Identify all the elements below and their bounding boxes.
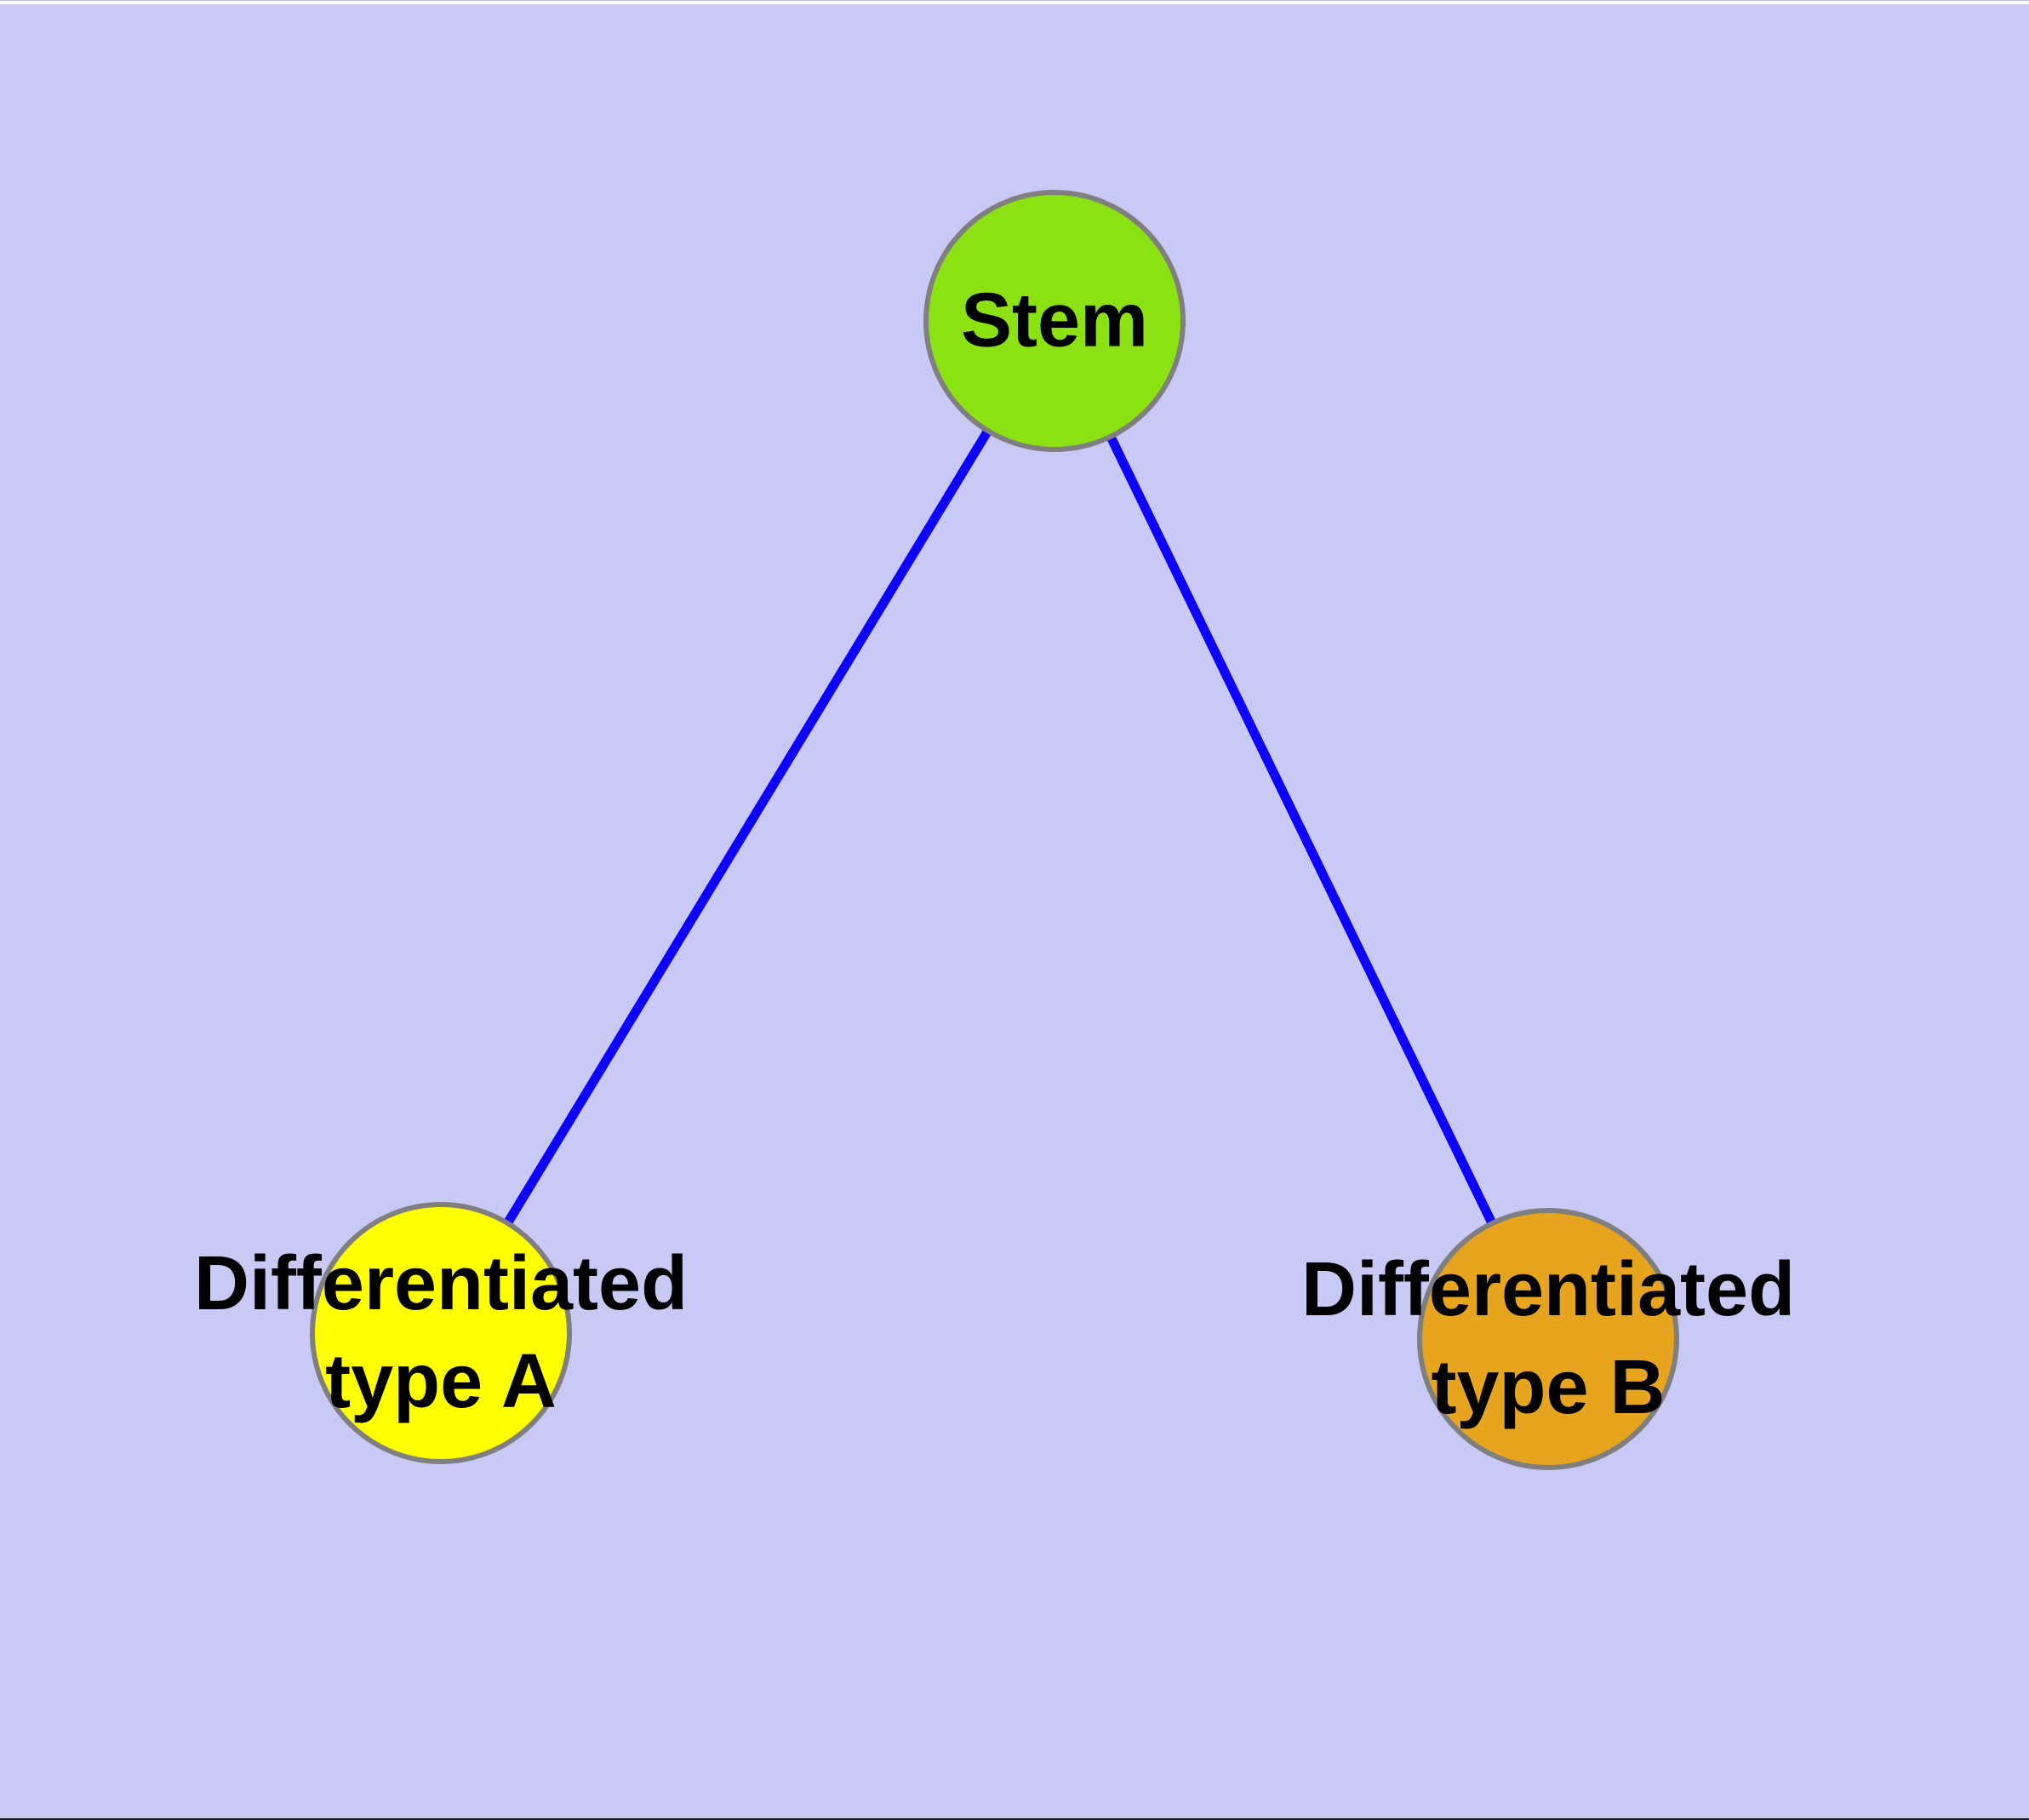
node-label-stem: Stem (961, 272, 1148, 370)
node-label-line: type B (1431, 1345, 1666, 1430)
node-label-line: Stem (960, 278, 1149, 363)
node-label-differentiated-type-b: Differentiated type B (1301, 1241, 1795, 1437)
node-label-line: Differentiated (193, 1241, 689, 1326)
node-label-line: type A (325, 1339, 557, 1424)
node-label-differentiated-type-a: Differentiated type A (194, 1235, 688, 1431)
screenshot-top-edge (0, 0, 2029, 4)
node-stem (923, 190, 1186, 452)
edge-stem-to-type-b (1050, 318, 1552, 1342)
screenshot-bottom-edge (0, 1818, 2029, 1820)
node-label-line: Differentiated (1300, 1247, 1796, 1332)
node-differentiated-type-b (1417, 1208, 1679, 1470)
edge-stem-to-type-a (437, 318, 1059, 1336)
node-differentiated-type-a (310, 1202, 572, 1464)
